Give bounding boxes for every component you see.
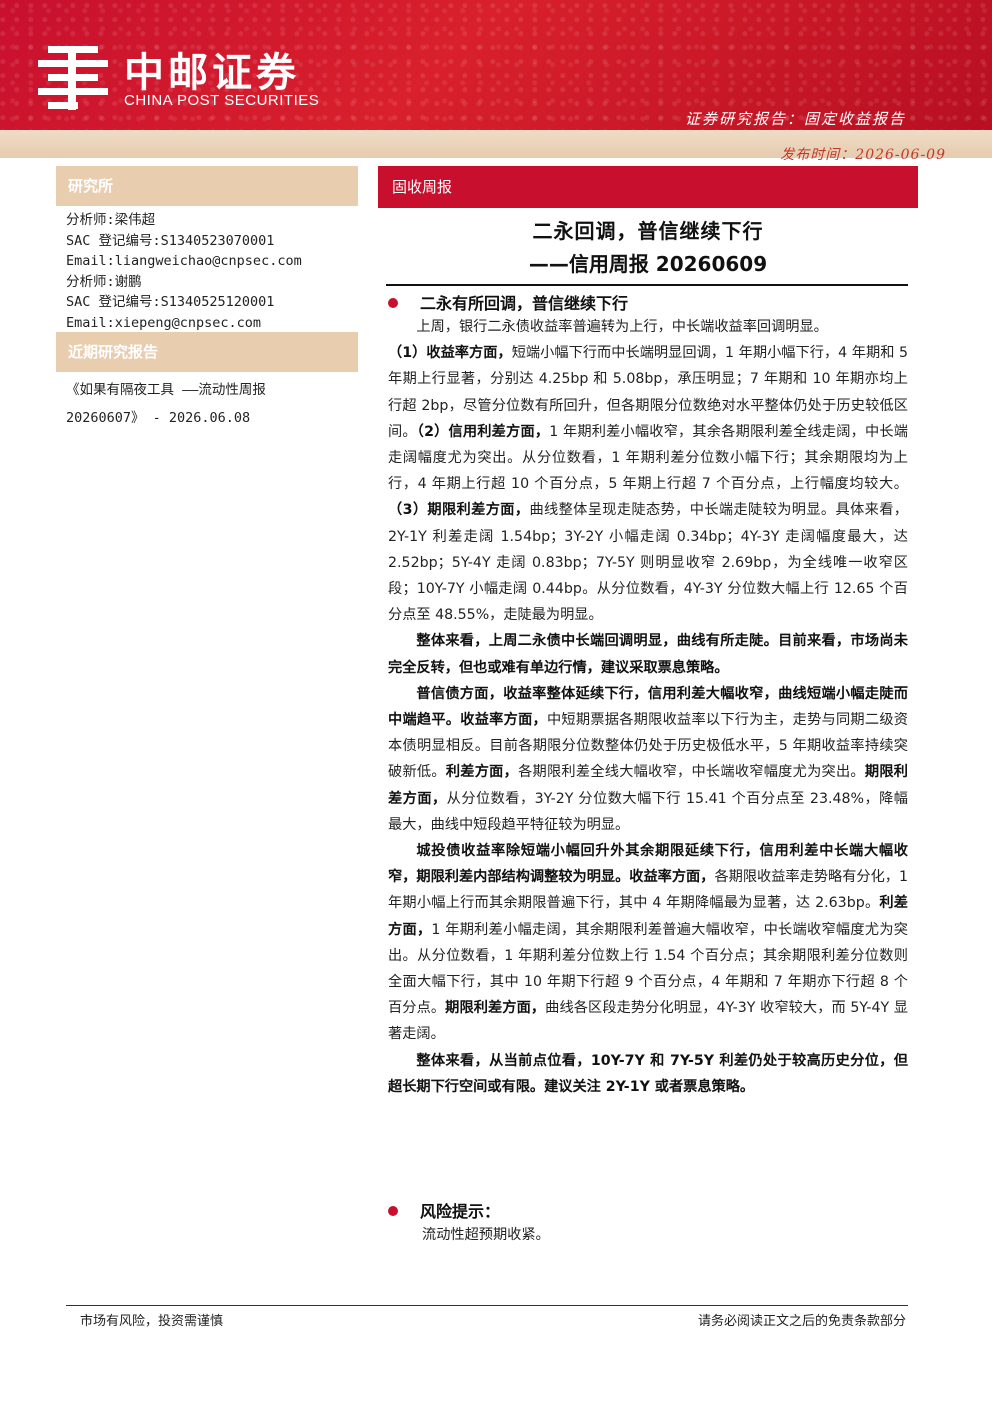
bold-lead: （3）期限利差方面， <box>388 502 530 519</box>
text: 1 年期利差小幅收窄，其余各期限利差全线走阔，中长端走阔幅度尤为突出。从分位数看… <box>388 423 908 493</box>
paragraph: 普信债方面，收益率整体延续下行，信用利差大幅收窄，曲线短端小幅走陡而中端趋平。收… <box>388 681 908 838</box>
recent-report-title: 《如果有隔夜工具 ——流动性周报 <box>66 382 266 398</box>
recent-report-date: 20260607》 - 2026.06.08 <box>66 410 251 426</box>
analyst-line: 分析师:谢鹏 <box>66 273 142 290</box>
china-post-logo-icon <box>38 46 108 110</box>
footer-disclaimer: 市场有风险，投资需谨慎 <box>80 1314 224 1329</box>
analyst-line: SAC 登记编号:S1340523070001 <box>66 232 275 249</box>
text: 各期限利差全线大幅收窄，中长端收窄幅度尤为突出。 <box>518 764 865 781</box>
footer-notice: 请务必阅读正文之后的免责条款部分 <box>697 1314 906 1329</box>
report-type: 证券研究报告：固定收益报告 <box>684 110 906 128</box>
text: 从分位数看，3Y-2Y 分位数大幅下行 15.41 个百分点至 23.48%，降… <box>388 790 908 833</box>
bold-lead: 期限利差方面， <box>388 764 908 807</box>
title-divider <box>386 284 908 286</box>
analyst-email-link[interactable]: Email:xiepeng@cnpsec.com <box>66 314 262 331</box>
bullet-dot-icon <box>388 297 398 308</box>
bold-lead: 期限利差方面， <box>445 1000 546 1017</box>
report-body: 上周，银行二永债收益率普遍转为上行，中长端收益率回调明显。 （1）收益率方面，短… <box>388 314 908 1100</box>
text: 1 年期利差小幅走阔，其余期限利差普遍大幅收窄，中长端收窄幅度尤为突出。从分位数… <box>388 921 908 1017</box>
bold-lead: 收益率方面， <box>629 869 715 886</box>
header-gold-band <box>0 130 992 158</box>
text: 曲线整体呈现走陡态势，中长端走陡较为明显。具体来看，2Y-1Y 利差走阔 1.5… <box>388 502 908 624</box>
paragraph: 整体来看，上周二永债中长端回调明显，曲线有所走陡。目前来看，市场尚未完全反转，但… <box>388 628 908 680</box>
bold-lead: 城投债收益率除短端小幅回升外其余期限延续下行，信用利差中长端大幅收窄，期限利差内… <box>388 843 908 886</box>
section-heading: 风险提示： <box>388 1198 500 1222</box>
brand-name-cn: 中邮证券 <box>124 50 300 96</box>
paragraph: 整体来看，从当前点位看，10Y-7Y 和 7Y-5Y 利差仍处于较高历史分位，但… <box>388 1048 908 1100</box>
analyst-info: 分析师:梁伟超 SAC 登记编号:S1340523070001 Email:li… <box>66 210 358 333</box>
paragraph: 城投债收益率除短端小幅回升外其余期限延续下行，信用利差中长端大幅收窄，期限利差内… <box>388 838 908 1048</box>
brand-name-en: CHINA POST SECURITIES <box>124 92 320 109</box>
paragraph: 上周，银行二永债收益率普遍转为上行，中长端收益率回调明显。 <box>416 319 828 335</box>
bold-lead: 利差方面， <box>445 764 519 781</box>
bold-summary: 整体来看，上周二永债中长端回调明显，曲线有所走陡。目前来看，市场尚未完全反转，但… <box>388 633 908 676</box>
bold-summary: 整体来看，从当前点位看，10Y-7Y 和 7Y-5Y 利差仍处于较高历史分位，但… <box>388 1052 908 1095</box>
report-title: 二永回调，普信继续下行 <box>532 219 764 243</box>
paragraph: （1）收益率方面，短端小幅下行而中长端明显回调，1 年期小幅下行，4 年期和 5… <box>388 340 908 628</box>
bold-lead: 普信债方面，收益率整体延续下行，信用利差大幅收窄，曲线短端小幅走陡而中端趋平。 <box>388 685 908 729</box>
risk-text: 流动性超预期收紧。 <box>422 1227 550 1243</box>
institute-label: 研究所 <box>56 166 358 206</box>
analyst-email-link[interactable]: Email:liangweichao@cnpsec.com <box>66 253 302 269</box>
text: 中短期票据各期限收益率以下行为主，走势与同期二级资本债明显相反。目前各期限分位数… <box>388 712 908 781</box>
analyst-line: SAC 登记编号:S1340525120001 <box>66 294 275 310</box>
recent-reports-label: 近期研究报告 <box>56 332 358 372</box>
analyst-line: 分析师:梁伟超 <box>66 212 156 228</box>
section-tag: 固收周报 <box>378 166 918 208</box>
heading-text: 风险提示： <box>420 1202 501 1221</box>
publish-date: 发布时间：2026-06-09 <box>780 147 946 163</box>
bold-lead: （1）收益率方面， <box>388 345 512 362</box>
section-heading: 二永有所回调，普信继续下行 <box>388 290 628 314</box>
report-subtitle: ——信用周报 20260609 <box>528 252 768 276</box>
footer-divider <box>66 1305 908 1306</box>
text: 曲线各区段走势分化明显，4Y-3Y 收窄较大，而 5Y-4Y 显著走阔。 <box>388 1000 908 1043</box>
text: 短端小幅下行而中长端明显回调，1 年期小幅下行，4 年期和 5 年期上行显著，分… <box>388 345 908 440</box>
bold-lead: 利差方面， <box>388 895 908 938</box>
heading-text: 二永有所回调，普信继续下行 <box>420 294 629 313</box>
bold-lead: （2）信用利差方面， <box>416 423 550 440</box>
recent-report-link[interactable]: 《如果有隔夜工具 ——流动性周报 20260607》 - 2026.06.08 <box>66 376 358 432</box>
bold-lead: 收益率方面， <box>460 712 547 729</box>
text: 各期限收益率走势略有分化，1 年期小幅上行而其余期限普遍下行，其中 4 年期降幅… <box>388 869 908 912</box>
header-banner: 中邮证券 CHINA POST SECURITIES 证券研究报告：固定收益报告 <box>0 0 992 130</box>
bullet-dot-icon <box>388 1205 398 1216</box>
